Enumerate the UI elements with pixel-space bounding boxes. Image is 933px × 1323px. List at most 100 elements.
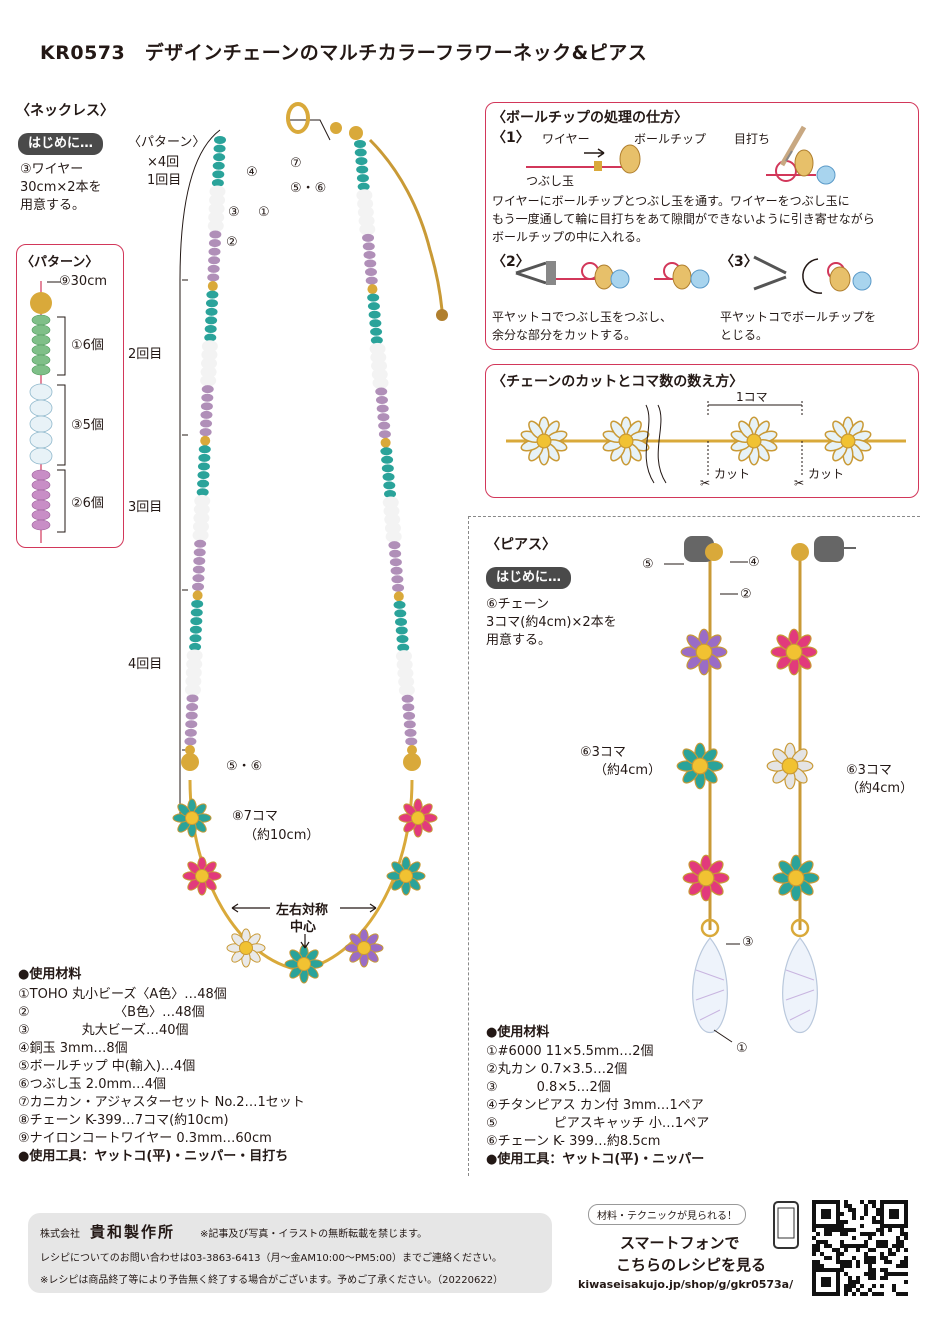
- smartphone-icon: [773, 1201, 799, 1249]
- flower-charm: [226, 928, 266, 972]
- necklace-heading: 〈ネックレス〉: [16, 103, 114, 119]
- ballchip-step-3: 〈3〉: [720, 254, 758, 270]
- step2-desc-2: 余分な部分をカットする。: [492, 328, 637, 342]
- flower-charm: [344, 928, 384, 972]
- earrings-materials-list: ①#6000 11×5.5mm…2個 ②丸カン 0.7×3.5…2個 ③ 0.8…: [486, 1043, 709, 1169]
- necklace-tools: ●使用工具：ヤットコ(平)・ニッパー・目打ち: [18, 1149, 289, 1164]
- chain-length-label: （約10cm）: [244, 828, 320, 843]
- flower-charm: [766, 742, 814, 794]
- smartphone-line-2: こちらのレシピを見る: [616, 1256, 767, 1274]
- column-divider: [468, 516, 469, 1176]
- earrings-materials-heading: ●使用材料: [486, 1025, 550, 1040]
- earring-callout-2: ②: [740, 587, 752, 602]
- earrings-tools: ●使用工具：ヤットコ(平)・ニッパー: [486, 1152, 705, 1167]
- diagram-pattern-label: 〈パターン〉: [128, 135, 206, 150]
- ballchip-desc-2: もう一度通して輪に目打ちをあて隙間ができないように引き寄せながら: [492, 212, 875, 226]
- pattern-heading: 〈パターン〉: [21, 255, 99, 270]
- material-item: ⑧チェーン K-399…7コマ(約10cm): [18, 1113, 229, 1128]
- callout-7: ⑦: [290, 156, 302, 171]
- earring-chain-right-length: （約4cm）: [846, 781, 914, 796]
- material-item: ④チタンピアス カン付 3mm…1ペア: [486, 1098, 704, 1113]
- chaincut-box: 〈チェーンのカットとコマ数の数え方〉 1コマ ✂ ✂ カット カット: [485, 364, 919, 498]
- chaincut-unit-label: 1コマ: [736, 390, 768, 404]
- speech-bubble: 材料・テクニックが見られる！: [588, 1204, 746, 1225]
- earring-chain-right: ⑥3コマ: [846, 763, 892, 778]
- ballchip-step1-illustration: [526, 125, 836, 185]
- round-3-label: 3回目: [128, 500, 163, 515]
- ballchip-step-2: 〈2〉: [492, 254, 530, 270]
- pattern-box: 〈パターン〉 ⑨30cm ①6個 ③5個 ②6個: [16, 244, 124, 548]
- page-title: KR0573 デザインチェーンのマルチカラーフラワーネック&ピアス: [40, 42, 648, 64]
- flower-charm: [182, 856, 222, 900]
- material-item: ⑨ナイロンコートワイヤー 0.3mm…60cm: [18, 1131, 272, 1146]
- label-ballchip: ボールチップ: [634, 132, 707, 146]
- recipe-url[interactable]: kiwaseisakujo.jp/shop/g/gkr0573a/: [578, 1278, 794, 1291]
- earring-chain-left: ⑥3コマ: [580, 745, 626, 760]
- material-item: ③ 0.8×5…2個: [486, 1080, 611, 1095]
- necklace-intro-line-1: ③ワイヤー: [20, 162, 84, 177]
- callout-3: ③: [228, 205, 240, 220]
- label-crimp: つぶし玉: [526, 174, 575, 188]
- round-4-label: 4回目: [128, 657, 163, 672]
- material-item: ⑤ボールチップ 中(輸入)…4個: [18, 1059, 196, 1074]
- round-2-label: 2回目: [128, 347, 163, 362]
- earrings-heading: 〈ピアス〉: [486, 537, 556, 553]
- center-label: 中心: [290, 920, 317, 935]
- step2-desc-1: 平ヤットコでつぶし玉をつぶし、: [492, 310, 673, 324]
- necklace-materials-list: ①TOHO 丸小ビーズ〈A色〉…48個 ② 〈B色〉…48個 ③ 丸大ビーズ…4…: [18, 986, 305, 1166]
- callout-1: ①: [258, 205, 270, 220]
- material-item: ②丸カン 0.7×3.5…2個: [486, 1062, 628, 1077]
- section-divider: [468, 516, 920, 517]
- footer-copyright: ※記事及び写真・イラストの無断転載を禁じます。: [200, 1229, 428, 1240]
- chaincut-illustration: ✂ ✂: [506, 401, 906, 490]
- earrings-intro-badge: はじめに…: [486, 567, 572, 589]
- footer-brand: 貴和製作所: [90, 1223, 176, 1241]
- necklace-illustration: [179, 102, 448, 972]
- earrings-intro-line-2: 3コマ(約4cm)×2本を: [486, 615, 617, 630]
- flower-charm: [676, 742, 724, 794]
- material-item: ⑦カニカン・アジャスターセット No.2…1セット: [18, 1095, 305, 1110]
- symmetry-label: 左右対称: [276, 903, 329, 918]
- flower-charm: [770, 628, 818, 680]
- material-item: ⑤ ピアスキャッチ 小…1ペア: [486, 1116, 710, 1131]
- material-item: ③ 丸大ビーズ…40個: [18, 1023, 189, 1038]
- earrings-intro-line-1: ⑥チェーン: [486, 597, 550, 612]
- qr-code-icon[interactable]: [812, 1200, 908, 1296]
- symmetry-arrows: [231, 903, 377, 949]
- step3-desc-1: 平ヤットコでボールチップを: [720, 310, 877, 324]
- label-wire: ワイヤー: [542, 132, 590, 146]
- footer-notice: ※レシピは商品終了等により予告無く終了する場合がございます。予めご了承ください。…: [40, 1275, 504, 1286]
- svg-text:✂: ✂: [794, 476, 804, 490]
- chaincut-heading: 〈チェーンのカットとコマ数の数え方〉: [492, 374, 744, 390]
- callout-4: ④: [246, 165, 258, 180]
- ballchip-step-1: 〈1〉: [492, 130, 530, 146]
- ballchip-heading: 〈ボールチップの処理の仕方〉: [492, 110, 688, 126]
- necklace-intro-badge: はじめに…: [18, 133, 104, 155]
- flower-charm: [680, 628, 728, 680]
- material-item: ①#6000 11×5.5mm…2個: [486, 1044, 654, 1059]
- footer-box: 株式会社 貴和製作所 ※記事及び写真・イラストの無断転載を禁じます。 レシピにつ…: [28, 1213, 552, 1293]
- material-item: ② 〈B色〉…48個: [18, 1005, 205, 1020]
- pattern-length: ⑨30cm: [59, 274, 108, 289]
- flower-charm: [284, 944, 324, 988]
- material-item: ④銅玉 3mm…8個: [18, 1041, 128, 1056]
- callout-5-6-top: ⑤・⑥: [290, 181, 327, 196]
- flower-charm: [398, 798, 438, 842]
- flower-charm: [772, 854, 820, 906]
- callout-2: ②: [226, 235, 238, 250]
- step3-desc-2: とじる。: [720, 328, 769, 342]
- flower-charm: [172, 798, 212, 842]
- footer-company: 株式会社: [40, 1229, 80, 1240]
- material-item: ⑥チェーン K- 399…約8.5cm: [486, 1134, 661, 1149]
- cut-label-2: カット: [808, 467, 845, 481]
- earring-callout-3: ③: [742, 935, 754, 950]
- pattern-strand-illustration: [29, 281, 66, 543]
- earring-callout-5: ⑤: [642, 557, 654, 572]
- ballchip-desc-3: ボールチップの中に入れる。: [492, 230, 649, 244]
- earring-callout-1: ①: [736, 1041, 748, 1056]
- chain-label: ⑧7コマ: [232, 809, 278, 824]
- footer-contact: レシピについてのお問い合わせは03-3863-6413（月〜金AM10:00〜P…: [40, 1253, 502, 1264]
- pattern-part-1: ①6個: [71, 338, 104, 353]
- necklace-intro-line-3: 用意する。: [20, 198, 86, 213]
- diagram-first-round: 1回目: [147, 173, 182, 188]
